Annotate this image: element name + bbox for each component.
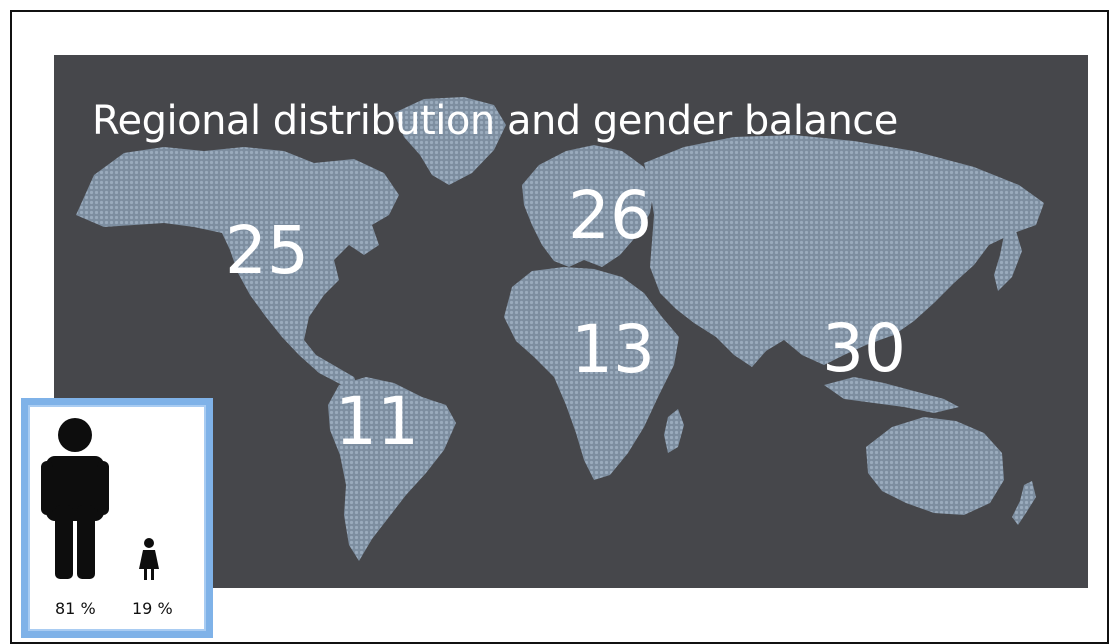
madagascar-landmass	[664, 409, 684, 453]
indonesia-landmass	[824, 377, 959, 413]
europe-landmass	[522, 145, 654, 267]
gender-balance-legend: 81 % 19 %	[21, 398, 213, 638]
new-zealand-landmass	[1012, 481, 1036, 525]
greenland-landmass	[394, 97, 506, 185]
australia-landmass	[866, 417, 1004, 515]
map-title: Regional distribution and gender balance	[92, 98, 898, 144]
male-percentage: 81 %	[55, 599, 96, 618]
asia-landmass	[644, 135, 1044, 367]
gender-icons	[41, 418, 159, 580]
africa-value: 13	[571, 311, 655, 388]
africa-landmass	[504, 267, 679, 480]
south-america-landmass	[328, 377, 456, 561]
north-america-landmass	[76, 147, 399, 390]
asia-pacific-value: 30	[822, 310, 906, 387]
female-person-icon	[139, 538, 159, 580]
world-map-panel: Regional distribution and gender balance…	[54, 55, 1088, 588]
world-map-graphic	[54, 55, 1088, 588]
japan-landmass	[994, 231, 1022, 291]
europe-value: 26	[568, 177, 652, 254]
male-person-icon	[41, 418, 109, 579]
land-masses	[76, 97, 1044, 561]
north-america-value: 25	[225, 212, 309, 289]
south-america-value: 11	[335, 383, 419, 460]
female-percentage: 19 %	[132, 599, 173, 618]
